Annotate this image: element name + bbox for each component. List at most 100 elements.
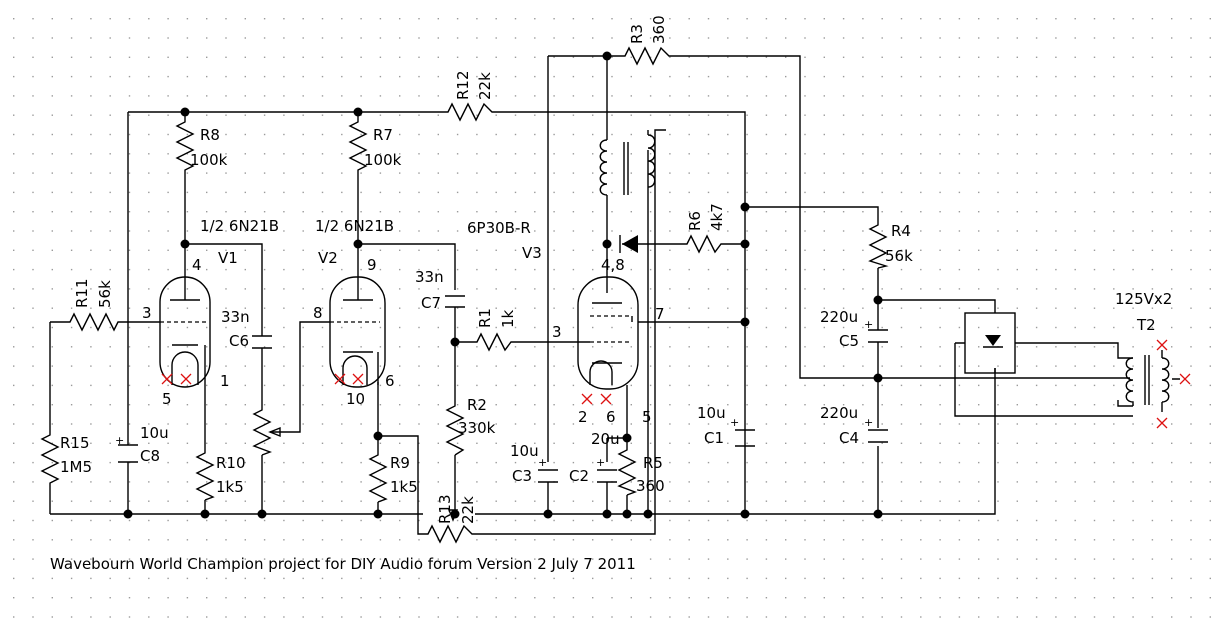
v1-pin-cathode: 1 <box>220 372 230 390</box>
c7-value: 33n <box>415 268 444 286</box>
v1-pin-plate: 4 <box>192 256 202 274</box>
resistor-r4 <box>868 220 889 269</box>
v3-pin-screen: 7 <box>655 305 665 323</box>
v2-ref: V2 <box>318 249 338 267</box>
tube-v2 <box>329 276 386 388</box>
v3-pin-grid: 3 <box>552 323 562 341</box>
resistor-r8 <box>175 117 195 172</box>
resistor-r5 <box>617 445 637 496</box>
background-grid <box>13 18 1211 618</box>
power-transformer-t2 <box>1125 339 1191 429</box>
r3-ref: R3 <box>628 24 646 44</box>
c4-ref: C4 <box>839 429 859 447</box>
r6-ref: R6 <box>686 211 704 231</box>
r4-ref: R4 <box>891 222 911 240</box>
v2-pin-grid: 8 <box>313 304 323 322</box>
r9-value: 1k5 <box>390 478 418 496</box>
tube-v3 <box>577 276 639 405</box>
c8-value: 10u <box>140 424 169 442</box>
c1-ref: C1 <box>704 429 724 447</box>
tube-v1 <box>159 276 211 388</box>
capacitor-c3 <box>538 469 558 483</box>
r4-value: 56k <box>885 247 913 265</box>
c6-ref: C6 <box>229 332 249 350</box>
resistor-r1 <box>472 332 515 352</box>
t2-ref: T2 <box>1136 316 1156 334</box>
capacitor-c8 <box>118 444 138 463</box>
c1-polarity: + <box>730 416 739 429</box>
c5-ref: C5 <box>839 332 859 350</box>
v2-type: 1/2 6N21B <box>315 217 394 235</box>
r11-value: 56k <box>96 280 114 308</box>
c4-value: 220u <box>820 404 858 422</box>
capacitor-c5 <box>868 325 888 343</box>
r13-value: 22k <box>459 496 477 524</box>
diagram-caption: Wavebourn World Champion project for DIY… <box>50 555 636 573</box>
c3-ref: C3 <box>512 467 532 485</box>
resistor-r2 <box>445 402 465 456</box>
resistor-r7 <box>348 117 368 172</box>
junction-dots <box>123 51 883 519</box>
c8-polarity: + <box>115 434 124 447</box>
c2-polarity: + <box>596 456 605 469</box>
v1-ref: V1 <box>218 249 238 267</box>
v3-pin-g3: 5 <box>642 408 652 426</box>
c3-value: 10u <box>510 442 539 460</box>
r13-ref: R13 <box>436 494 454 524</box>
potentiometer <box>252 405 281 456</box>
c7-ref: C7 <box>421 294 441 312</box>
r11-ref: R11 <box>73 278 91 308</box>
r10-value: 1k5 <box>216 478 244 496</box>
c4-polarity: + <box>864 416 873 429</box>
t2-value: 125Vx2 <box>1115 290 1172 308</box>
diode <box>619 235 638 253</box>
c8-ref: C8 <box>140 447 160 465</box>
resistor-r10 <box>195 448 215 501</box>
c5-polarity: + <box>864 318 873 331</box>
c1-value: 10u <box>697 404 726 422</box>
r5-ref: R5 <box>643 454 663 472</box>
c2-value: 20u <box>591 430 620 448</box>
v2-pin-cathode: 6 <box>385 372 395 390</box>
r3-value: 360 <box>650 15 668 44</box>
c6-value: 33n <box>221 308 250 326</box>
r8-value: 100k <box>190 151 228 169</box>
output-transformer <box>599 130 656 196</box>
resistor-r11 <box>65 312 120 332</box>
v2-pin-heater: 10 <box>346 390 365 408</box>
r7-value: 100k <box>364 151 402 169</box>
r6-value: 4k7 <box>708 203 726 231</box>
capacitor-c2 <box>597 469 617 483</box>
c2-ref: C2 <box>569 467 589 485</box>
capacitor-c4 <box>868 429 888 443</box>
resistor-r3 <box>620 46 672 66</box>
capacitor-c1 <box>735 429 755 447</box>
v1-pin-grid: 3 <box>142 304 152 322</box>
r7-ref: R7 <box>373 126 393 144</box>
r5-value: 360 <box>636 477 665 495</box>
r1-value: 1k <box>499 309 517 328</box>
r15-ref: R15 <box>60 434 90 452</box>
r12-value: 22k <box>476 72 494 100</box>
v1-type: 1/2 6N21B <box>200 217 279 235</box>
v1-pin-heater: 5 <box>162 390 172 408</box>
resistor-r15 <box>40 430 60 488</box>
v3-pin-cathode: 6 <box>606 408 616 426</box>
resistor-r12 <box>443 102 495 122</box>
resistor-r6 <box>682 234 727 254</box>
r10-ref: R10 <box>216 454 246 472</box>
resistor-r9 <box>368 450 388 503</box>
v3-type: 6P30B-R <box>467 219 531 237</box>
v3-ref: V3 <box>522 244 542 262</box>
capacitor-c6 <box>252 322 272 349</box>
r15-value: 1M5 <box>60 458 92 476</box>
v3-pin-heater: 2 <box>578 408 588 426</box>
v2-pin-plate: 9 <box>367 256 377 274</box>
r1-ref: R1 <box>476 308 494 328</box>
c5-value: 220u <box>820 308 858 326</box>
resistor-r13 <box>423 509 475 544</box>
bridge-rectifier <box>955 312 1025 374</box>
r2-value: 330k <box>458 419 496 437</box>
r9-ref: R9 <box>390 454 410 472</box>
